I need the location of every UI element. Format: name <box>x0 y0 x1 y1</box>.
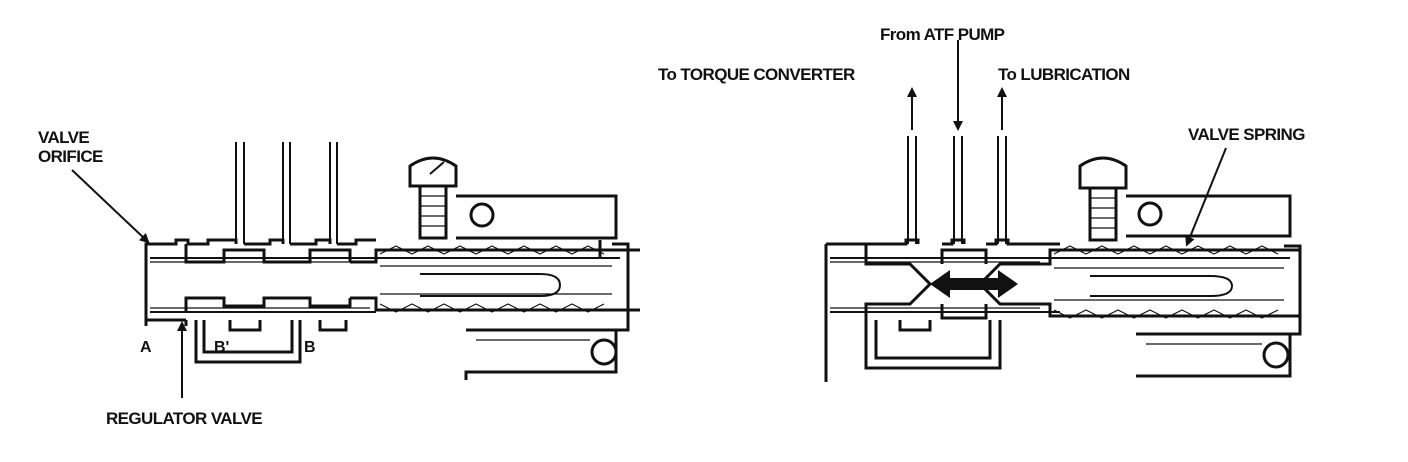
port-b-prime-label: B' <box>214 339 229 356</box>
valve-spring-pointer <box>1185 147 1227 247</box>
right-valve-body <box>824 238 1302 382</box>
port-a-label: A <box>140 339 152 356</box>
port-b-label: B <box>304 339 316 356</box>
regulator-valve-label: REGULATOR VALVE <box>106 409 262 428</box>
right-top-passages <box>907 136 1007 244</box>
valve-spring-label: VALVE SPRING <box>1188 125 1305 144</box>
to-torque-converter-label: To TORQUE CONVERTER <box>658 65 855 84</box>
from-atf-pump-label: From ATF PUMP <box>880 25 1005 44</box>
right-bolt <box>1078 156 1128 242</box>
valve-orifice-pointer <box>71 169 150 244</box>
to-lubrication-label: To LUBRICATION <box>998 65 1130 84</box>
left-valve-panel: VALVE ORIFICE A B' B REGULATOR VALVE <box>38 128 640 428</box>
left-top-passages <box>235 142 338 244</box>
spool-motion-arrow <box>930 270 1018 298</box>
left-bolt <box>408 156 458 240</box>
left-retainer-bracket <box>456 194 618 380</box>
right-valve-panel: From ATF PUMP To TORQUE CONVERTER To LUB… <box>658 25 1306 382</box>
valve-orifice-label-line2: ORIFICE <box>38 147 103 166</box>
right-retainer-bracket <box>1126 194 1292 378</box>
valve-orifice-label-line1: VALVE <box>38 128 89 147</box>
left-valve-body <box>144 238 640 364</box>
